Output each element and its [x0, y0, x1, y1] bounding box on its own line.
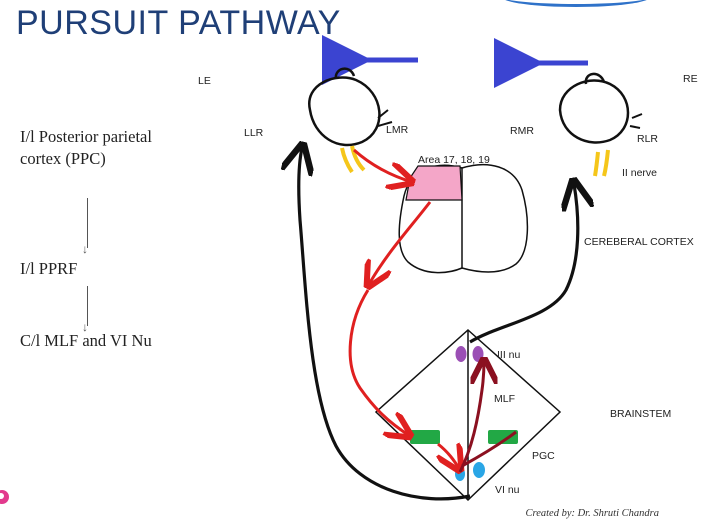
- label-rlr: RLR: [637, 133, 658, 145]
- pgc-left: [410, 430, 440, 444]
- label-iii-nu: III nu: [497, 349, 521, 361]
- iii-nucleus-right: [472, 346, 484, 362]
- mlf-pathway: [458, 360, 517, 473]
- pgc-right: [488, 430, 518, 444]
- label-pgc: PGC: [532, 450, 555, 462]
- iii-nucleus-left: [455, 346, 467, 362]
- step-mlf-vi: C/l MLF and VI Nu: [20, 331, 152, 350]
- label-ii-nerve: II nerve: [622, 167, 657, 179]
- left-eye: [308, 67, 393, 147]
- label-vi-nu: VI nu: [495, 484, 520, 496]
- motor-pathways: [299, 148, 578, 501]
- page-title: PURSUIT PATHWAY: [16, 4, 341, 42]
- label-brainstem: BRAINSTEM: [610, 408, 671, 420]
- cortical-pathway: [348, 148, 460, 470]
- step-pprf: I/l PPRF: [20, 259, 78, 278]
- down-arrow-icon: ↓: [82, 198, 94, 255]
- optic-nerve-left: [340, 145, 366, 174]
- brainstem-rhombus: [374, 328, 562, 502]
- step-ppc: I/l Posterior parietal cortex (PPC): [20, 127, 152, 168]
- label-cortex: CEREBERAL CORTEX: [584, 236, 694, 248]
- right-eye: [558, 72, 643, 144]
- label-llr: LLR: [244, 127, 264, 139]
- label-le: LE: [198, 75, 211, 87]
- vi-nucleus-right: [473, 462, 485, 478]
- label-lmr: LMR: [386, 124, 409, 136]
- credit-text: Created by: Dr. Shruti Chandra: [525, 508, 660, 519]
- label-rmr: RMR: [510, 125, 534, 137]
- logo-icon: [0, 490, 9, 504]
- label-area: Area 17, 18, 19: [418, 154, 490, 166]
- optic-nerve-right: [593, 149, 610, 177]
- down-arrow-icon: ↓: [82, 286, 94, 333]
- label-mlf: MLF: [494, 393, 515, 405]
- label-re: RE: [683, 73, 698, 85]
- visual-area-region: [405, 165, 463, 201]
- decorative-arc: [501, 0, 651, 7]
